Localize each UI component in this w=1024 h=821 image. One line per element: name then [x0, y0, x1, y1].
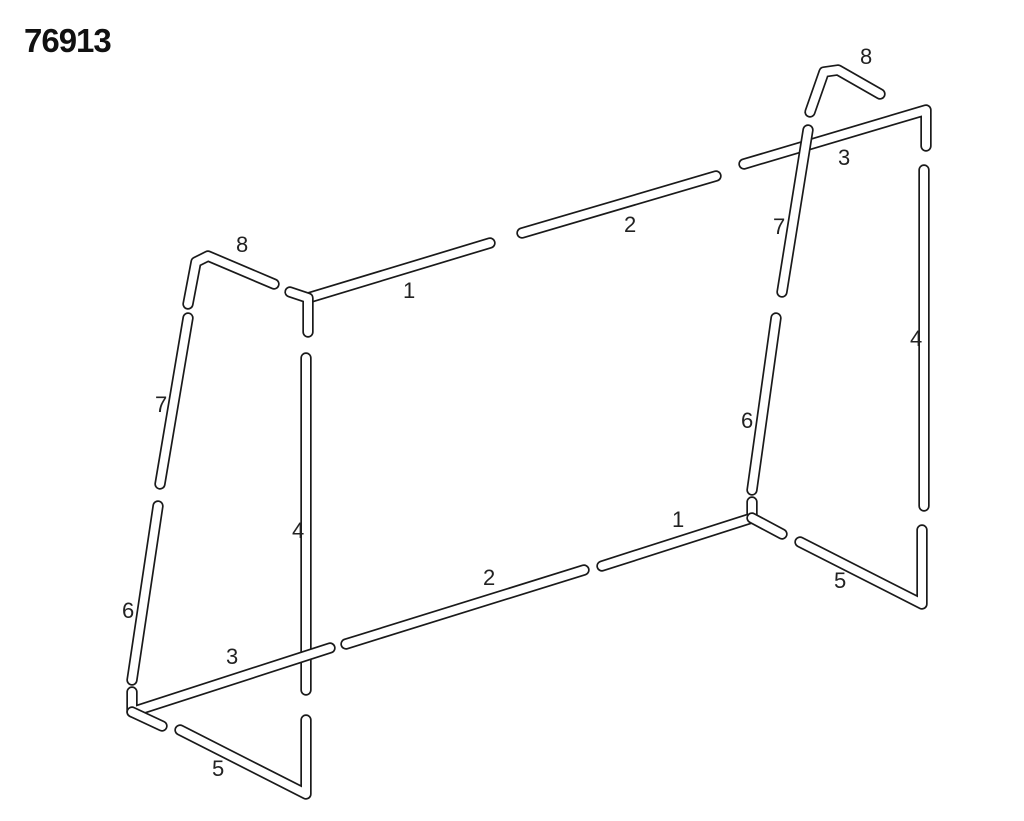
tube-left-7	[154, 312, 194, 490]
part-label: 3	[838, 145, 850, 170]
tube-right-rear-8	[804, 64, 886, 118]
tube-bottom-left-tee-arm	[126, 706, 168, 732]
tube-top-3-right	[738, 104, 932, 170]
tube-bottom-right-5	[794, 524, 928, 610]
part-label: 5	[212, 756, 224, 781]
tube-top-2	[516, 170, 722, 239]
tube-bottom-2	[340, 564, 590, 650]
part-label: 2	[624, 212, 636, 237]
part-label: 6	[741, 408, 753, 433]
part-label: 6	[122, 598, 134, 623]
tube-right-6	[746, 312, 782, 496]
tube-top-front-corner-left-tee	[284, 286, 314, 338]
tube-top-front-1	[302, 237, 496, 304]
part-label: 3	[226, 644, 238, 669]
part-label: 1	[403, 278, 415, 303]
part-label: 4	[910, 326, 922, 351]
model-number: 76913	[24, 22, 112, 59]
part-label: 4	[292, 518, 304, 543]
tube-left-6	[126, 500, 164, 686]
part-label: 7	[155, 392, 167, 417]
part-label: 5	[834, 568, 846, 593]
part-label: 8	[860, 44, 872, 69]
tube-bottom-right-tee-arm	[746, 512, 788, 540]
tube-parts	[126, 64, 932, 800]
tube-right-7	[776, 124, 814, 298]
part-label: 8	[236, 232, 248, 257]
part-label: 7	[773, 214, 785, 239]
part-label: 2	[483, 565, 495, 590]
tube-bottom-left-5	[174, 714, 312, 800]
tube-left-8	[182, 250, 280, 310]
part-label: 1	[672, 507, 684, 532]
part-labels: 8 3 2 7 8 1 4 7 6 1 4 2 5 6 3 5	[122, 44, 922, 781]
